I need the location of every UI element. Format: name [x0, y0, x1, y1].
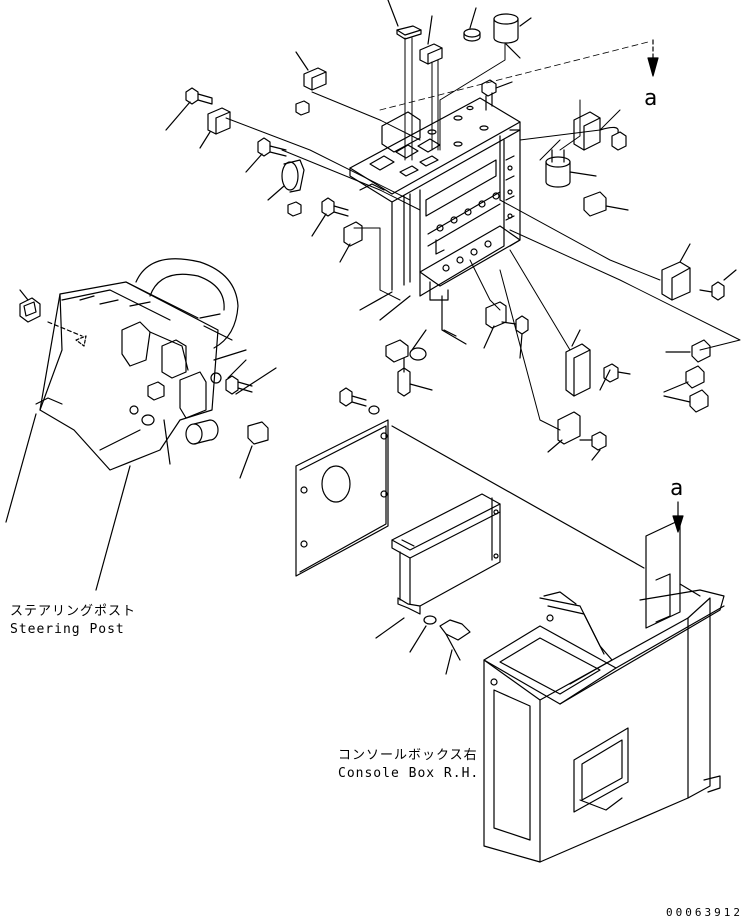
wiring-harness-lines — [226, 38, 740, 430]
cover-plate — [296, 388, 388, 576]
controller-frame — [376, 494, 500, 674]
steering-post-label-en: Steering Post — [10, 622, 125, 637]
reference-mark-bottom: a — [670, 476, 684, 501]
top-switch-parts — [288, 0, 531, 216]
center-small-parts — [386, 296, 466, 396]
steering-post-label-jp: ステアリングポスト — [10, 604, 137, 619]
left-side-parts — [166, 88, 362, 262]
mount-bracket-panel — [350, 98, 520, 320]
console-box-rh — [392, 426, 724, 862]
console-box-label-jp: コンソールボックス右 — [338, 748, 478, 763]
view-arrow-top — [380, 40, 658, 110]
console-box-label-en: Console Box R.H. — [338, 766, 480, 781]
document-number: 00063912 — [666, 906, 743, 919]
right-side-parts — [484, 112, 736, 460]
steering-post-assembly — [6, 259, 276, 590]
reference-mark-top: a — [644, 86, 658, 111]
leader-lines-misc — [360, 292, 392, 310]
